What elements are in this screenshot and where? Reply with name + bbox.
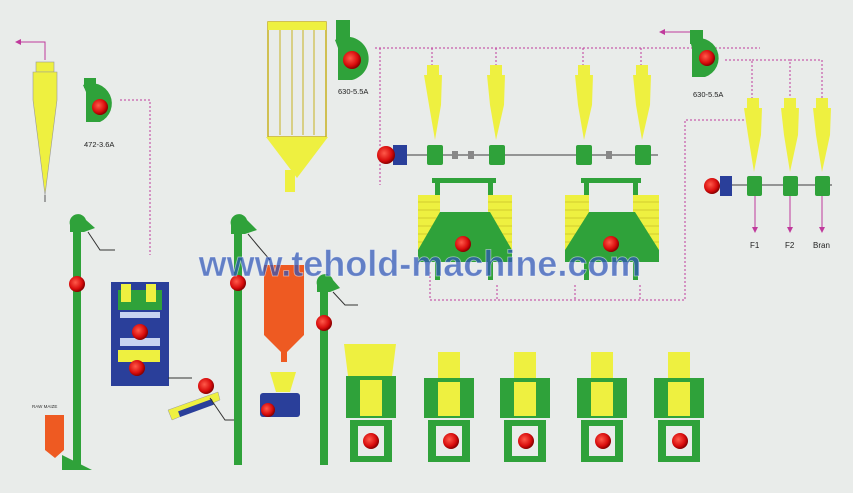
conditioning-silo (260, 265, 304, 417)
outlet-f1-label: F1 (750, 241, 760, 250)
screw-conveyor (167, 377, 238, 421)
roller-mill-3 (500, 352, 550, 462)
roller-mill-4 (577, 352, 627, 462)
cyclone-3 (575, 65, 593, 140)
roller-mill-5 (654, 352, 704, 462)
fan-top-label: 630-5.5A (338, 87, 368, 96)
fan-left-label: 472-3.6A (84, 140, 114, 149)
cyclone-4 (633, 65, 651, 140)
outlet-bran-label: Bran (813, 241, 830, 250)
cyclone-1 (424, 65, 442, 140)
combined-cleaner (111, 282, 169, 386)
plansifter-right (565, 178, 659, 280)
raw-maize-label: RAW MAIZE (32, 404, 57, 409)
plansifter-left (418, 178, 512, 280)
cyclone-row-middle (424, 65, 651, 140)
bucket-elevator-1 (62, 214, 115, 470)
fan-630-top (335, 20, 369, 80)
outlet-f2-label: F2 (785, 241, 795, 250)
fan-right-label: 630-5.5A (693, 90, 723, 99)
airlock-drive-middle (377, 145, 658, 165)
fan-630-right (690, 30, 719, 77)
cyclone-left (32, 61, 58, 202)
raw-maize-hopper (45, 415, 64, 458)
bucket-elevator-3 (316, 274, 358, 465)
roller-mill-2 (424, 352, 474, 462)
bucket-elevator-2 (230, 214, 271, 465)
watermark-text: www.tehold-machine.com (198, 243, 642, 284)
roller-mill-1 (344, 344, 396, 462)
cyclone-row-right (744, 98, 831, 172)
fan-472 (83, 78, 112, 122)
cyclone-2 (487, 65, 505, 140)
airlock-drive-right (704, 176, 832, 196)
pulse-bag-filter (266, 21, 328, 192)
